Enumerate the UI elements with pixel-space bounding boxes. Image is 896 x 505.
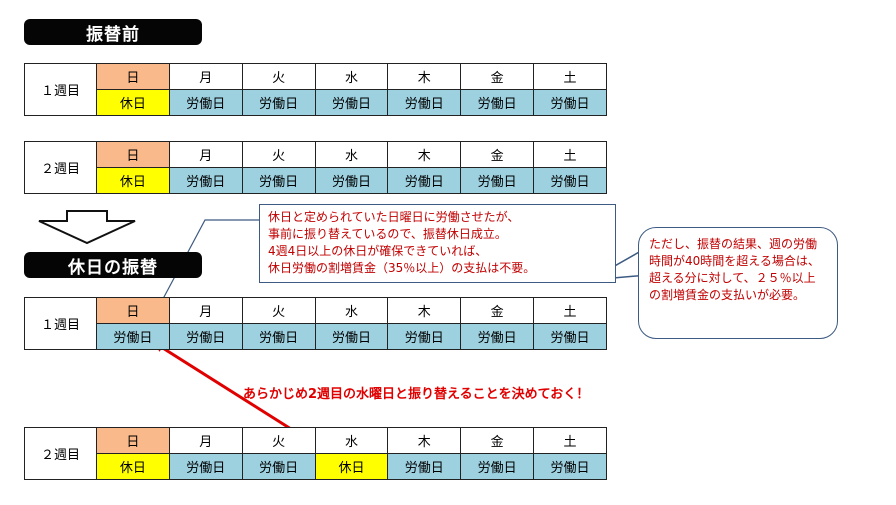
status-cell-thu: 労働日 — [387, 323, 462, 350]
day-header-tue: 火 — [241, 141, 316, 168]
status-cell-sun: 休日 — [96, 89, 170, 116]
status-cell-wed: 休日 — [314, 453, 389, 480]
day-header-thu: 木 — [387, 141, 462, 168]
day-header-wed: 水 — [314, 297, 389, 324]
callout-text: ただし、振替の結果、週の労働時間が40時間を超える場合は、超える分に対して、２５… — [649, 237, 820, 302]
status-cell-mon: 労働日 — [168, 323, 243, 350]
status-cell-mon: 労働日 — [168, 453, 243, 480]
day-header-sun: 日 — [96, 297, 170, 324]
status-cell-sun: 労働日 — [96, 323, 170, 350]
status-cell-tue: 労働日 — [241, 89, 316, 116]
day-header-wed: 水 — [314, 141, 389, 168]
status-cell-wed: 労働日 — [314, 323, 389, 350]
day-header-mon: 月 — [168, 427, 243, 454]
status-cell-tue: 労働日 — [241, 167, 316, 194]
status-cell-tue: 労働日 — [241, 453, 316, 480]
day-header-thu: 木 — [387, 427, 462, 454]
day-header-mon: 月 — [168, 297, 243, 324]
day-header-wed: 水 — [314, 63, 389, 90]
day-header-fri: 金 — [460, 297, 535, 324]
day-header-tue: 火 — [241, 427, 316, 454]
after-title: 休日の振替 — [24, 252, 202, 278]
callout-line: 事前に振り替えているので、振替休日成立。 — [268, 227, 507, 241]
before-week1-table: １週目 日 月 火 水 木 金 土 休日 労働日 労働日 労働日 労働日 労働日… — [24, 63, 607, 116]
day-header-fri: 金 — [460, 63, 535, 90]
callout-line: 4週4日以上の休日が確保できていれば、 — [268, 244, 488, 258]
down-arrow-icon — [38, 210, 136, 245]
day-header-fri: 金 — [460, 427, 535, 454]
status-cell-sat: 労働日 — [533, 453, 607, 480]
week-label: １週目 — [24, 297, 97, 350]
day-header-sun: 日 — [96, 427, 170, 454]
week-label: ２週目 — [24, 427, 97, 480]
status-cell-sat: 労働日 — [533, 89, 607, 116]
status-cell-fri: 労働日 — [460, 89, 535, 116]
status-cell-sat: 労働日 — [533, 167, 607, 194]
status-cell-wed: 労働日 — [314, 89, 389, 116]
day-header-thu: 木 — [387, 297, 462, 324]
before-week2-table: ２週目 日 月 火 水 木 金 土 休日 労働日 労働日 労働日 労働日 労働日… — [24, 141, 607, 194]
premium-wage-callout: ただし、振替の結果、週の労働時間が40時間を超える場合は、超える分に対して、２５… — [638, 227, 838, 339]
status-cell-sun: 休日 — [96, 453, 170, 480]
day-header-tue: 火 — [241, 297, 316, 324]
after-week2-table: ２週目 日 月 火 水 木 金 土 休日 労働日 労働日 休日 労働日 労働日 … — [24, 427, 607, 480]
day-header-mon: 月 — [168, 63, 243, 90]
week-label: １週目 — [24, 63, 97, 116]
status-cell-fri: 労働日 — [460, 453, 535, 480]
day-header-sat: 土 — [533, 427, 607, 454]
day-header-sat: 土 — [533, 141, 607, 168]
status-cell-fri: 労働日 — [460, 167, 535, 194]
status-cell-sun: 休日 — [96, 167, 170, 194]
callout-line: 休日と定められていた日曜日に労働させたが、 — [268, 210, 520, 224]
callout-line: 休日労働の割増賃金（35％以上）の支払は不要。 — [268, 261, 536, 275]
swap-note: あらかじめ2週目の水曜日と振り替えることを決めておく！ — [243, 387, 590, 402]
status-cell-sat: 労働日 — [533, 323, 607, 350]
day-header-thu: 木 — [387, 63, 462, 90]
day-header-sat: 土 — [533, 297, 607, 324]
status-cell-mon: 労働日 — [168, 167, 243, 194]
explanation-callout: 休日と定められていた日曜日に労働させたが、 事前に振り替えているので、振替休日成… — [259, 204, 616, 283]
callout-leader-line — [155, 219, 259, 313]
after-week1-table: １週目 日 月 火 水 木 金 土 労働日 労働日 労働日 労働日 労働日 労働… — [24, 297, 607, 350]
status-cell-tue: 労働日 — [241, 323, 316, 350]
status-cell-mon: 労働日 — [168, 89, 243, 116]
before-title: 振替前 — [24, 19, 202, 45]
week-label: ２週目 — [24, 141, 97, 194]
day-header-wed: 水 — [314, 427, 389, 454]
day-header-tue: 火 — [241, 63, 316, 90]
status-cell-fri: 労働日 — [460, 323, 535, 350]
day-header-sat: 土 — [533, 63, 607, 90]
status-cell-thu: 労働日 — [387, 89, 462, 116]
status-cell-thu: 労働日 — [387, 453, 462, 480]
